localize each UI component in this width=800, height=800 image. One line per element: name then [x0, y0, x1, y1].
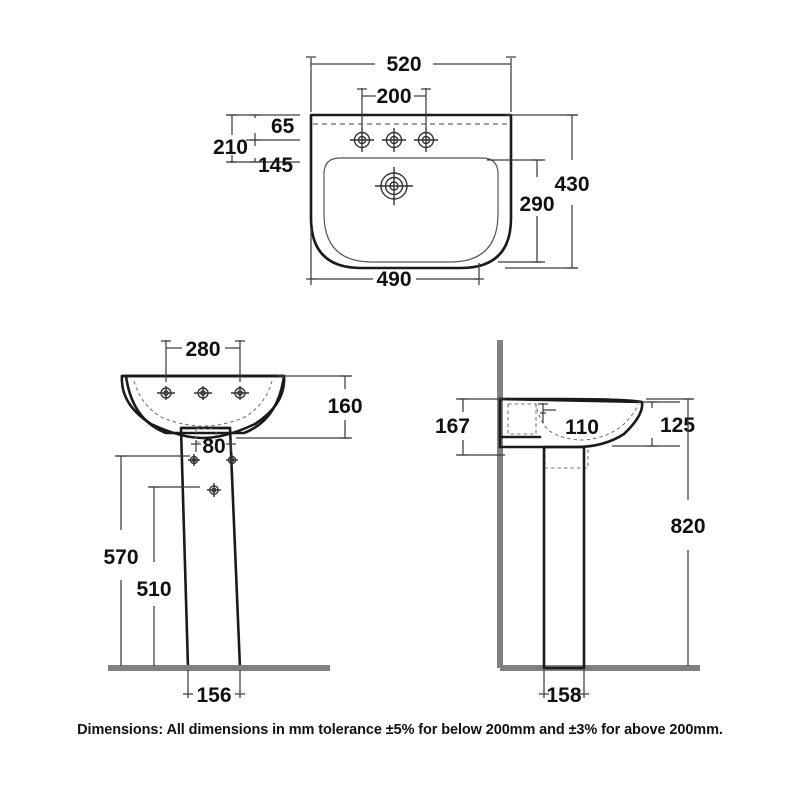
top-view: 520 200 490: [213, 53, 590, 291]
dim-top-210-65-145: [226, 114, 300, 163]
dim-front-80: [191, 440, 236, 452]
dimensions-note: Dimensions: All dimensions in mm toleran…: [77, 722, 723, 738]
front-view-tap-hole-centre: [194, 386, 212, 400]
dim-front-280: [161, 340, 245, 382]
dim-label-210: 210: [213, 136, 248, 159]
front-view-fixing-hole-left: [188, 454, 200, 466]
front-view-basin-outline: [120, 374, 286, 435]
dim-front-156: [183, 670, 245, 698]
top-view-tap-hole-centre: [382, 128, 406, 152]
dim-label-158: 158: [546, 684, 581, 707]
dim-label-290: 290: [519, 193, 554, 216]
dim-label-510: 510: [136, 578, 171, 601]
dim-front-510: [148, 486, 200, 666]
front-view-fixing-hole-right: [226, 454, 238, 466]
dim-label-145: 145: [258, 154, 293, 177]
dim-label-110: 110: [565, 416, 599, 439]
dim-top-290: [487, 159, 545, 263]
dim-label-430: 430: [554, 173, 589, 196]
side-view: 167 110 125: [435, 340, 706, 707]
side-view-pedestal-outline: [542, 445, 586, 670]
dim-label-570: 570: [103, 546, 138, 569]
dim-label-160: 160: [327, 395, 362, 418]
top-view-waste-outlet: [375, 167, 413, 205]
side-view-splash-inner: [507, 404, 537, 435]
top-view-bowl-outline: [323, 157, 499, 263]
side-view-basin-outline: [498, 397, 644, 449]
dim-label-200: 200: [376, 85, 411, 108]
front-view-fixing-hole-centre: [207, 483, 221, 497]
dim-top-200: [357, 88, 431, 130]
dim-top-490: [306, 230, 484, 285]
dim-side-820: [646, 398, 694, 666]
dim-label-156: 156: [196, 684, 231, 707]
top-view-basin-outline: [309, 113, 513, 270]
dim-side-158: [539, 670, 589, 698]
side-view-trap-hidden: [544, 448, 589, 469]
front-view-bowl-inner: [133, 380, 273, 427]
dim-front-160: [236, 375, 352, 439]
top-view-tap-hole-left: [350, 128, 374, 152]
dim-label-167: 167: [435, 415, 470, 438]
dim-label-820: 820: [670, 515, 705, 538]
front-view-basin-body: [120, 374, 286, 440]
dim-side-125: [612, 401, 680, 447]
dim-label-65: 65: [271, 115, 295, 138]
top-view-tap-hole-right: [414, 128, 438, 152]
dim-label-490: 490: [376, 268, 411, 291]
front-view: 280 160 80: [103, 338, 362, 707]
side-view-basin-rim: [498, 397, 644, 404]
front-view-trap-hidden: [195, 429, 217, 443]
dim-top-430: [505, 114, 578, 269]
dim-label-80: 80: [202, 435, 225, 458]
front-view-tap-hole-right: [231, 386, 249, 400]
dim-top-520: [306, 56, 516, 112]
dim-side-167: [456, 398, 505, 456]
side-view-splashback: [498, 397, 542, 439]
dim-label-280: 280: [185, 338, 220, 361]
dim-front-570: [115, 455, 190, 666]
dim-label-125: 125: [660, 414, 695, 437]
front-view-tap-hole-left: [157, 386, 175, 400]
dim-side-110: [538, 403, 556, 423]
dim-label-520: 520: [386, 53, 421, 76]
